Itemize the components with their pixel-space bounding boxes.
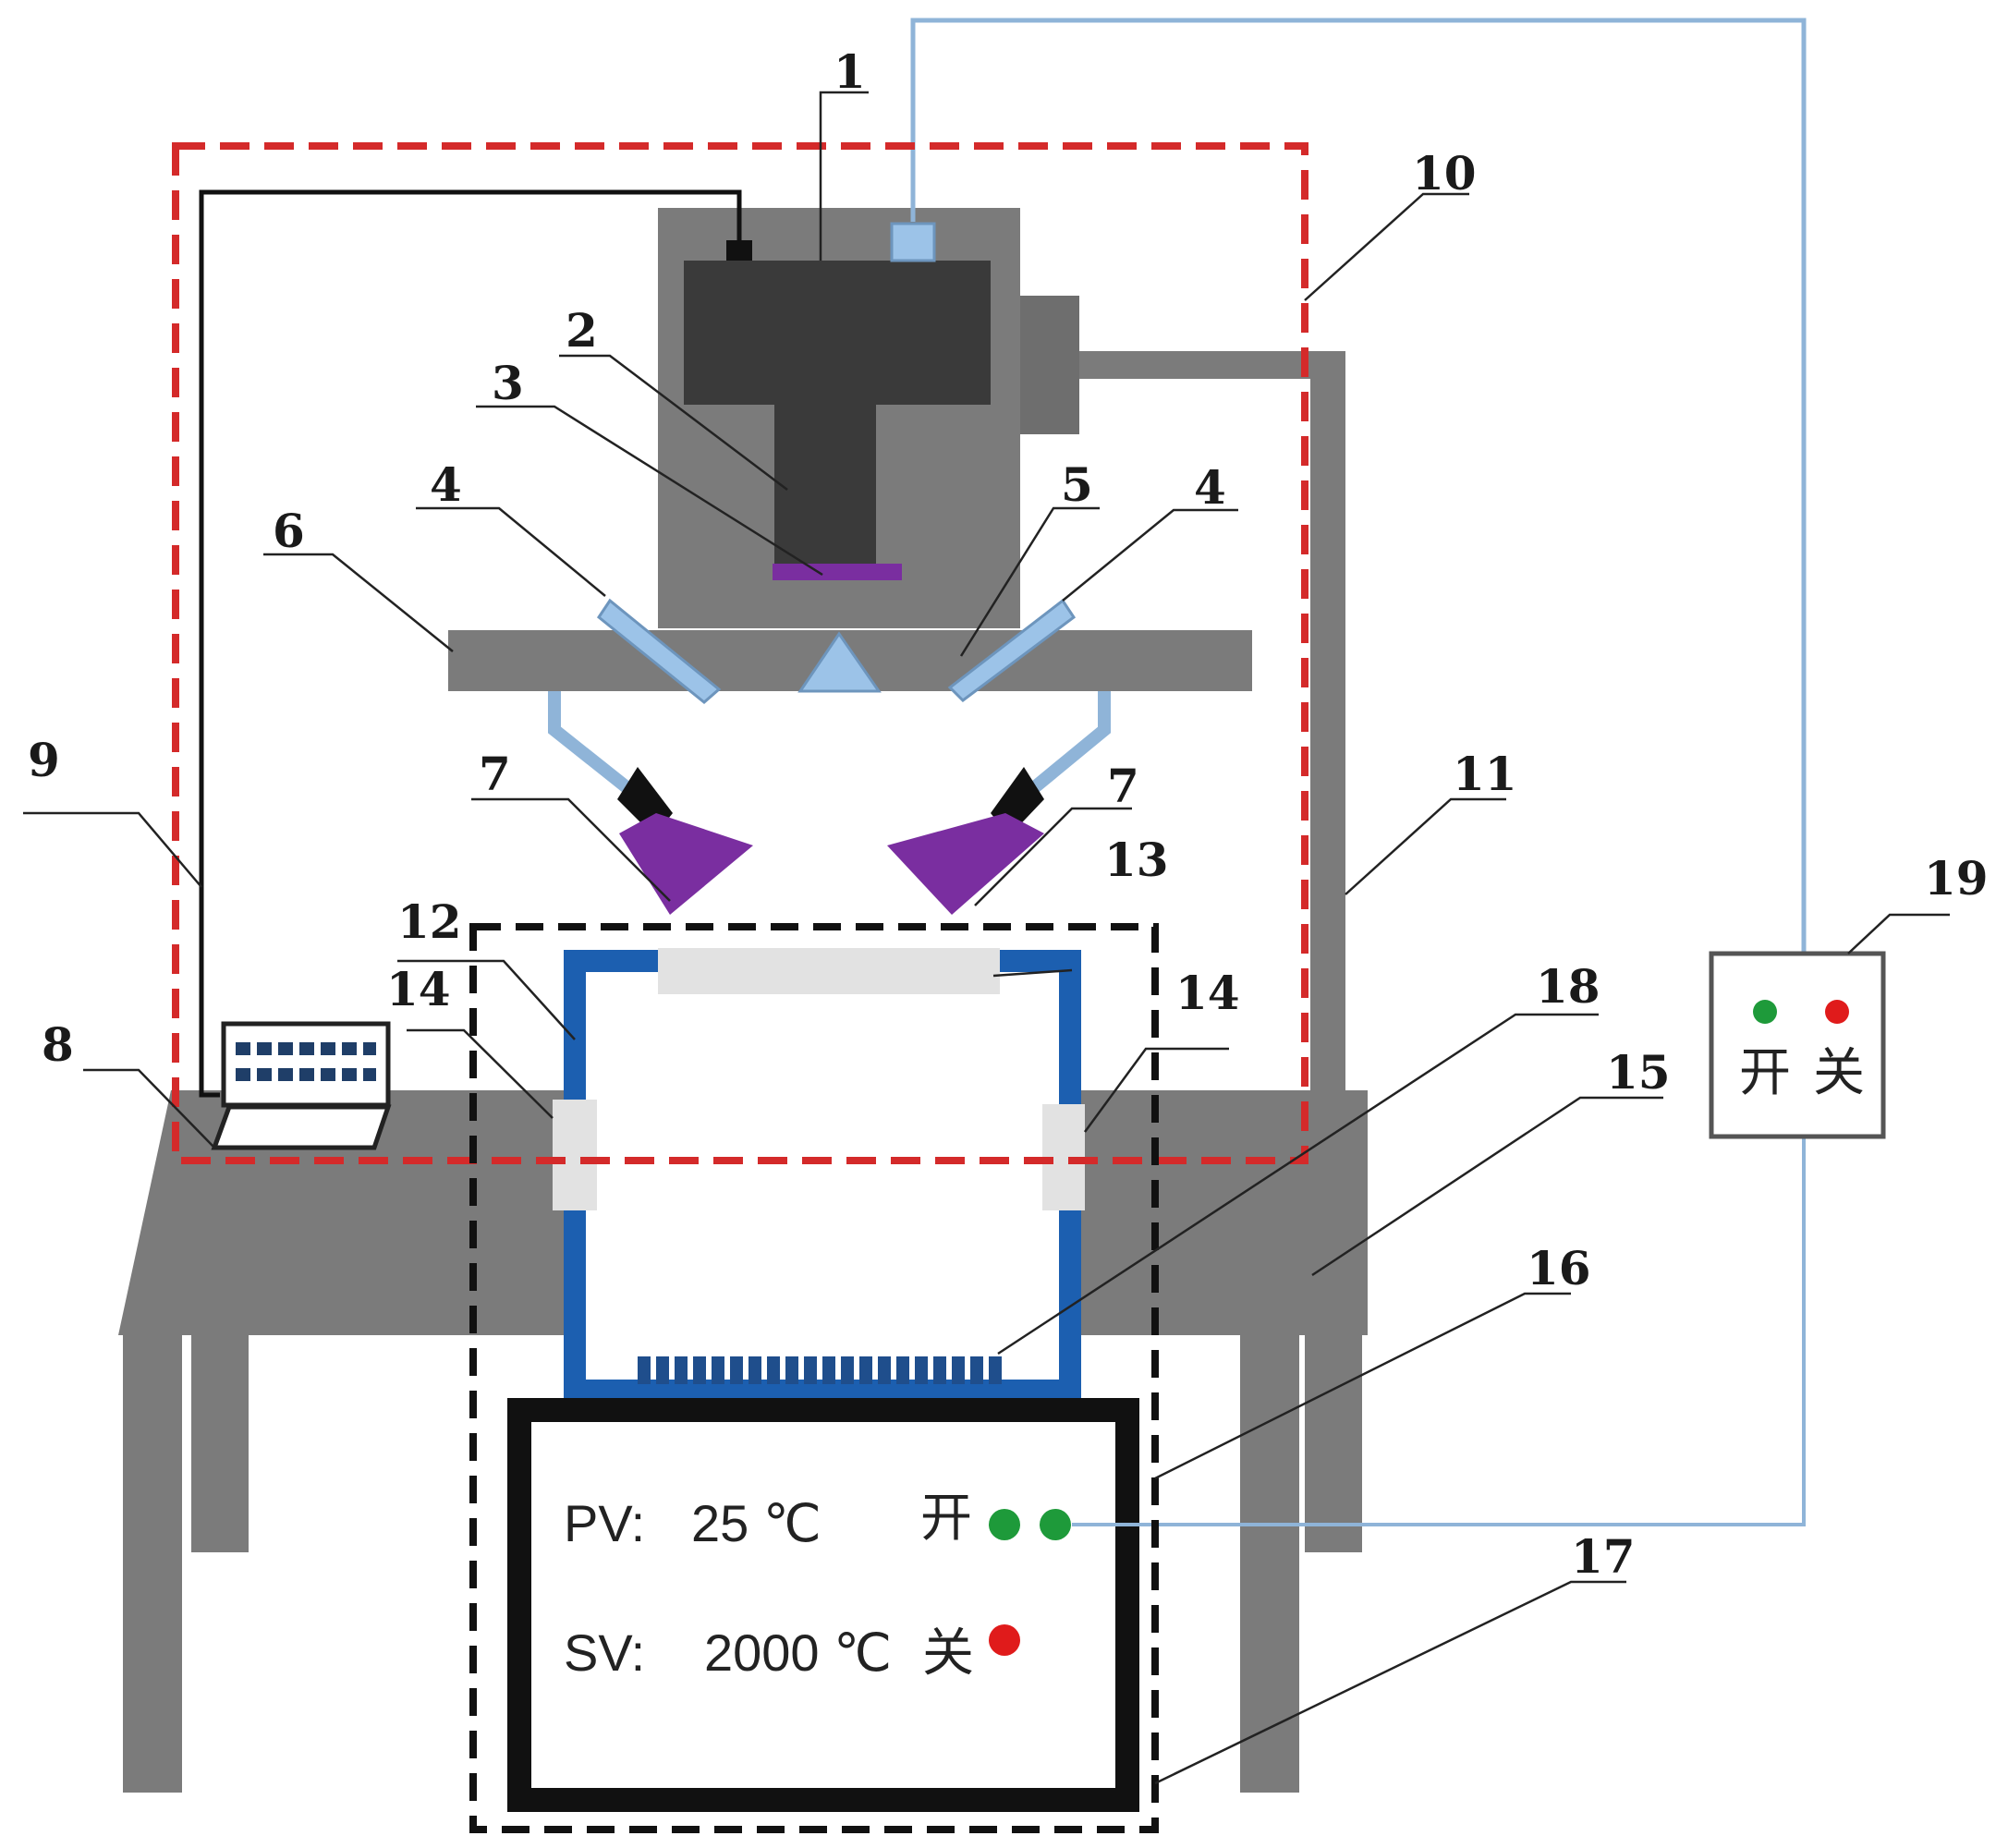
laptop-base bbox=[211, 1104, 392, 1150]
label-3: 3 bbox=[492, 356, 524, 410]
control-wire bbox=[910, 18, 1807, 954]
label-15: 15 bbox=[1606, 1045, 1671, 1100]
chamber-frame bbox=[564, 950, 1081, 1402]
pv-label: PV: bbox=[564, 1494, 645, 1552]
table-leg-right-back bbox=[1305, 1335, 1362, 1552]
label-2: 2 bbox=[566, 303, 598, 358]
switch-off-label: 关 bbox=[1813, 1043, 1865, 1103]
blue-chamber bbox=[553, 948, 1085, 1402]
switch-on-label: 开 bbox=[1739, 1043, 1791, 1103]
label-17: 17 bbox=[1571, 1529, 1636, 1584]
signal-cable bbox=[199, 189, 742, 1098]
label-18: 18 bbox=[1536, 959, 1600, 1014]
label-9: 9 bbox=[28, 733, 60, 787]
t-shaped-block bbox=[684, 261, 991, 565]
label-7a: 7 bbox=[479, 747, 511, 801]
label-5: 5 bbox=[1061, 457, 1093, 512]
switch-box-frame bbox=[1709, 951, 1886, 1139]
purple-emitter-strip bbox=[773, 564, 902, 580]
temperature-controller: PV: 25 ℃ SV: 2000 ℃ 开 关 bbox=[507, 1398, 1139, 1812]
table-leg-right-front bbox=[1240, 1335, 1299, 1793]
controller-red-led bbox=[989, 1624, 1020, 1656]
label-16: 16 bbox=[1527, 1241, 1591, 1295]
label-13: 13 bbox=[1104, 833, 1169, 887]
motor-box bbox=[1016, 296, 1079, 434]
lamp-left bbox=[548, 691, 753, 915]
label-4a: 4 bbox=[430, 457, 462, 512]
switch-green-led bbox=[1753, 1000, 1777, 1024]
table-leg-left-back bbox=[191, 1335, 249, 1552]
label-10: 10 bbox=[1412, 146, 1477, 201]
label-1: 1 bbox=[834, 44, 866, 99]
angled-tubes bbox=[596, 598, 1077, 704]
controller-off-label: 关 bbox=[922, 1623, 974, 1684]
label-12: 12 bbox=[397, 894, 462, 949]
control-wire-lower bbox=[1072, 1137, 1806, 1526]
controller-green-led-1 bbox=[989, 1509, 1020, 1540]
label-19: 19 bbox=[1924, 851, 1989, 906]
label-11: 11 bbox=[1453, 747, 1517, 801]
switch-red-led bbox=[1825, 1000, 1849, 1024]
table-leg-left-front bbox=[123, 1335, 182, 1793]
controller-on-label: 开 bbox=[920, 1489, 972, 1549]
wire-connector bbox=[890, 222, 936, 262]
controller-green-led-2 bbox=[1040, 1509, 1071, 1540]
controller-panel bbox=[507, 1398, 1139, 1812]
side-port-left bbox=[553, 1100, 597, 1210]
sv-label: SV: bbox=[564, 1623, 645, 1682]
laptop-screen bbox=[221, 1021, 391, 1108]
lamp-right bbox=[887, 691, 1111, 915]
black-dashed-enclosure bbox=[469, 923, 1159, 1833]
label-14a: 14 bbox=[386, 962, 451, 1016]
switch-box: 开 关 bbox=[1709, 951, 1886, 1139]
cable-connector bbox=[726, 240, 752, 261]
red-dashed-enclosure bbox=[172, 142, 1308, 1164]
support-column bbox=[1310, 351, 1345, 1090]
label-14b: 14 bbox=[1175, 966, 1240, 1020]
laptop bbox=[211, 1021, 392, 1150]
top-window bbox=[658, 948, 1000, 994]
triangle-prism bbox=[797, 631, 882, 693]
leader-lines bbox=[23, 91, 1950, 1785]
label-7b: 7 bbox=[1107, 759, 1139, 813]
sv-value: 2000 ℃ bbox=[704, 1623, 892, 1682]
heating-elements bbox=[638, 1356, 1002, 1384]
label-6: 6 bbox=[273, 504, 305, 558]
label-4b: 4 bbox=[1194, 460, 1226, 515]
component-numbers: 1 2 3 4 4 5 6 7 7 8 9 10 11 12 13 14 14 … bbox=[28, 44, 1989, 1584]
label-8: 8 bbox=[42, 1017, 74, 1072]
pv-value: 25 ℃ bbox=[691, 1494, 822, 1552]
